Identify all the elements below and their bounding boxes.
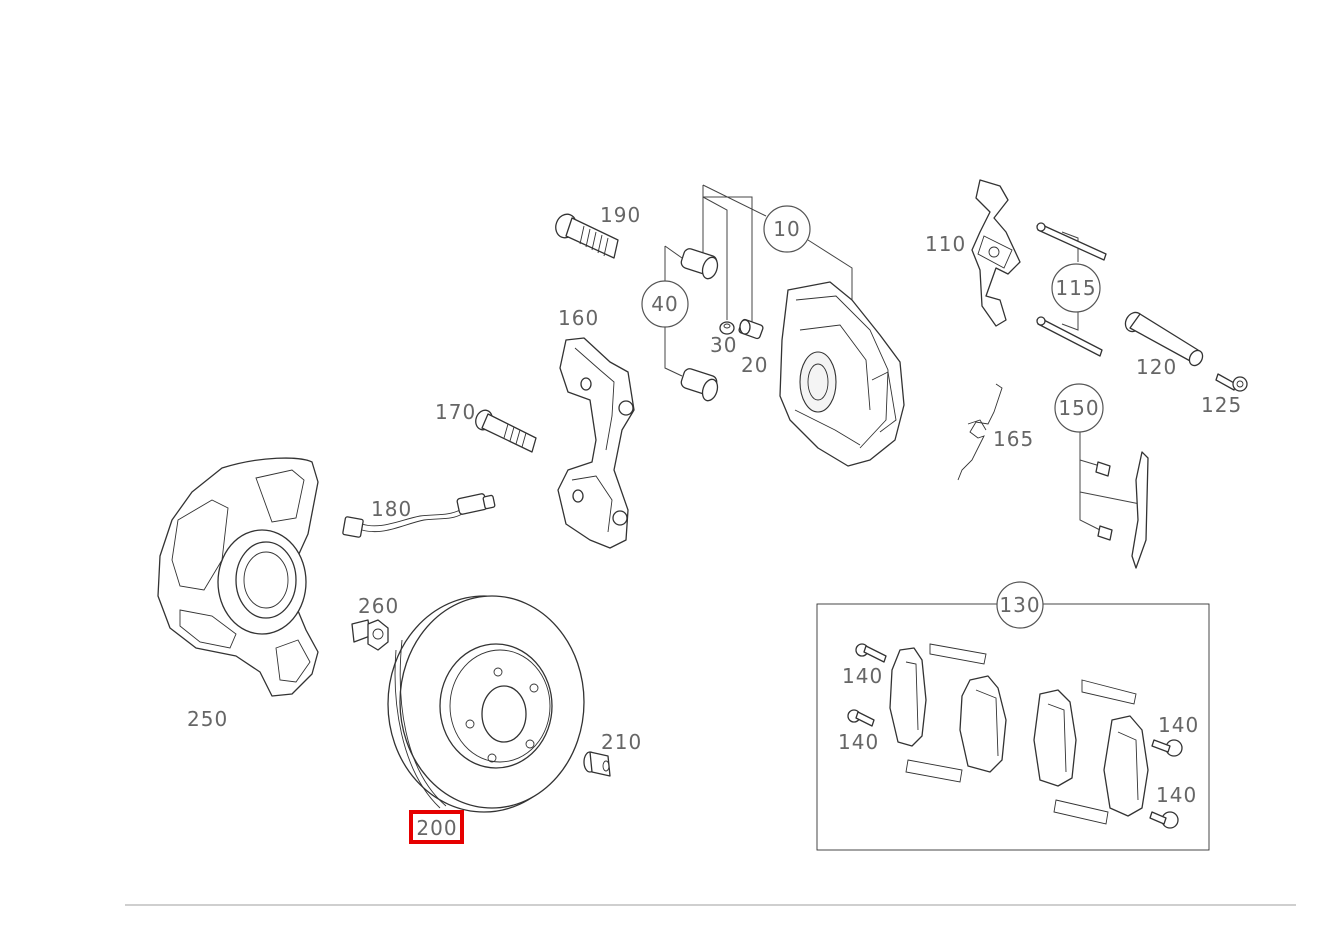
clip-kit-150[interactable] xyxy=(1095,451,1149,569)
label-140-c[interactable]: 140 xyxy=(1158,713,1199,737)
wear-sensor-180[interactable] xyxy=(342,493,496,538)
label-160[interactable]: 160 xyxy=(558,306,599,330)
label-170[interactable]: 170 xyxy=(435,400,476,424)
bolt-125[interactable] xyxy=(1215,373,1248,392)
label-165[interactable]: 165 xyxy=(993,427,1034,451)
label-210[interactable]: 210 xyxy=(601,730,642,754)
label-200: 200 xyxy=(416,816,457,840)
label-250[interactable]: 250 xyxy=(187,707,228,731)
dust-shield-250[interactable] xyxy=(157,457,319,697)
label-180[interactable]: 180 xyxy=(371,497,412,521)
label-140-d[interactable]: 140 xyxy=(1156,783,1197,807)
callout-115-text: 115 xyxy=(1055,276,1096,300)
callout-40[interactable]: 40 xyxy=(641,280,689,328)
callout-130-text: 130 xyxy=(999,593,1040,617)
label-30[interactable]: 30 xyxy=(710,333,737,357)
selected-part-200[interactable]: 200 xyxy=(409,810,464,844)
guide-pin-115[interactable] xyxy=(1036,222,1107,357)
label-125[interactable]: 125 xyxy=(1201,393,1242,417)
label-110[interactable]: 110 xyxy=(925,232,966,256)
guide-bushing-40[interactable] xyxy=(680,247,720,402)
label-140-b[interactable]: 140 xyxy=(838,730,879,754)
dust-cap-30[interactable] xyxy=(719,321,735,335)
brake-pad-kit-130[interactable] xyxy=(816,603,1210,851)
bolt-140-b[interactable] xyxy=(847,709,875,727)
brake-caliper-10[interactable] xyxy=(779,281,905,467)
bolt-140-d[interactable] xyxy=(1149,811,1179,829)
callout-130[interactable]: 130 xyxy=(996,581,1044,629)
bleed-valve-20[interactable] xyxy=(738,318,764,340)
screw-210[interactable] xyxy=(583,751,611,777)
bolt-260[interactable] xyxy=(351,619,389,651)
label-20[interactable]: 20 xyxy=(741,353,768,377)
callout-10-text: 10 xyxy=(773,217,800,241)
callout-150-text: 150 xyxy=(1058,396,1099,420)
spring-165[interactable] xyxy=(957,383,1003,481)
guide-pin-120[interactable] xyxy=(1122,309,1205,368)
callout-40-text: 40 xyxy=(651,292,678,316)
part-labels: 190 160 30 20 110 120 125 170 165 180 26… xyxy=(187,203,1242,807)
label-140-a[interactable]: 140 xyxy=(842,664,883,688)
bolt-170[interactable] xyxy=(473,408,537,453)
retaining-spring-110[interactable] xyxy=(971,179,1021,327)
callout-10[interactable]: 10 xyxy=(763,205,811,253)
callout-150[interactable]: 150 xyxy=(1054,383,1104,433)
brake-disc-200[interactable] xyxy=(387,595,585,813)
leader-lines xyxy=(664,184,1141,531)
bolt-190[interactable] xyxy=(552,211,619,259)
label-190[interactable]: 190 xyxy=(600,203,641,227)
bolt-140-c[interactable] xyxy=(1151,739,1183,757)
callout-115[interactable]: 115 xyxy=(1051,263,1101,313)
caliper-carrier-160[interactable] xyxy=(557,337,635,549)
bolt-140-a[interactable] xyxy=(855,643,887,663)
label-260[interactable]: 260 xyxy=(358,594,399,618)
label-120[interactable]: 120 xyxy=(1136,355,1177,379)
